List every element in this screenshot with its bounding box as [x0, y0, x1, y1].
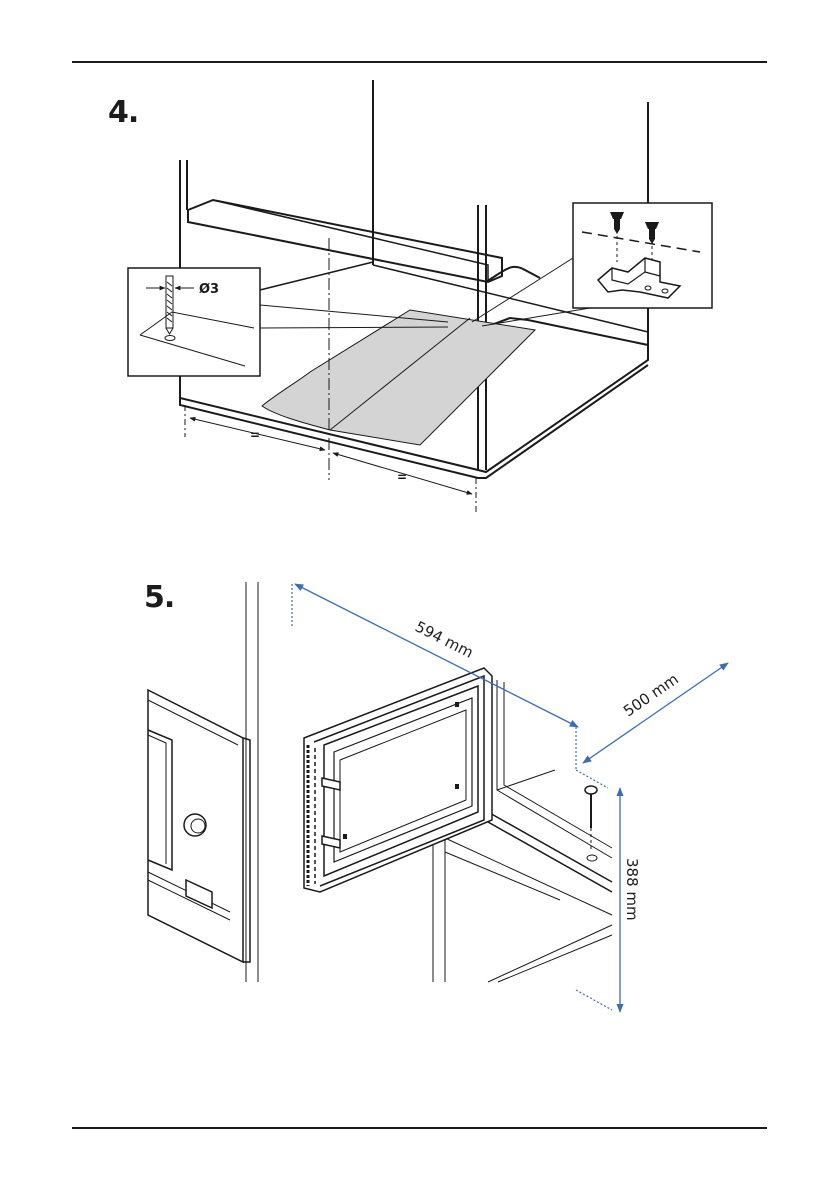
adjacent-oven [148, 690, 250, 962]
mounting-screw-icon [585, 786, 597, 861]
template-sheet [262, 310, 535, 445]
microwave-door [304, 668, 492, 892]
width-dimension-label: 594 mm [412, 618, 476, 662]
height-dimension-label: 388 mm [623, 858, 641, 921]
equal-label-left: = [250, 428, 260, 442]
depth-dimension-line [583, 663, 728, 763]
bracket-detail-inset [472, 203, 712, 326]
equal-label-right: = [397, 470, 407, 484]
depth-dimension-label: 500 mm [620, 670, 682, 720]
drill-diameter-label: Ø3 [199, 282, 219, 297]
